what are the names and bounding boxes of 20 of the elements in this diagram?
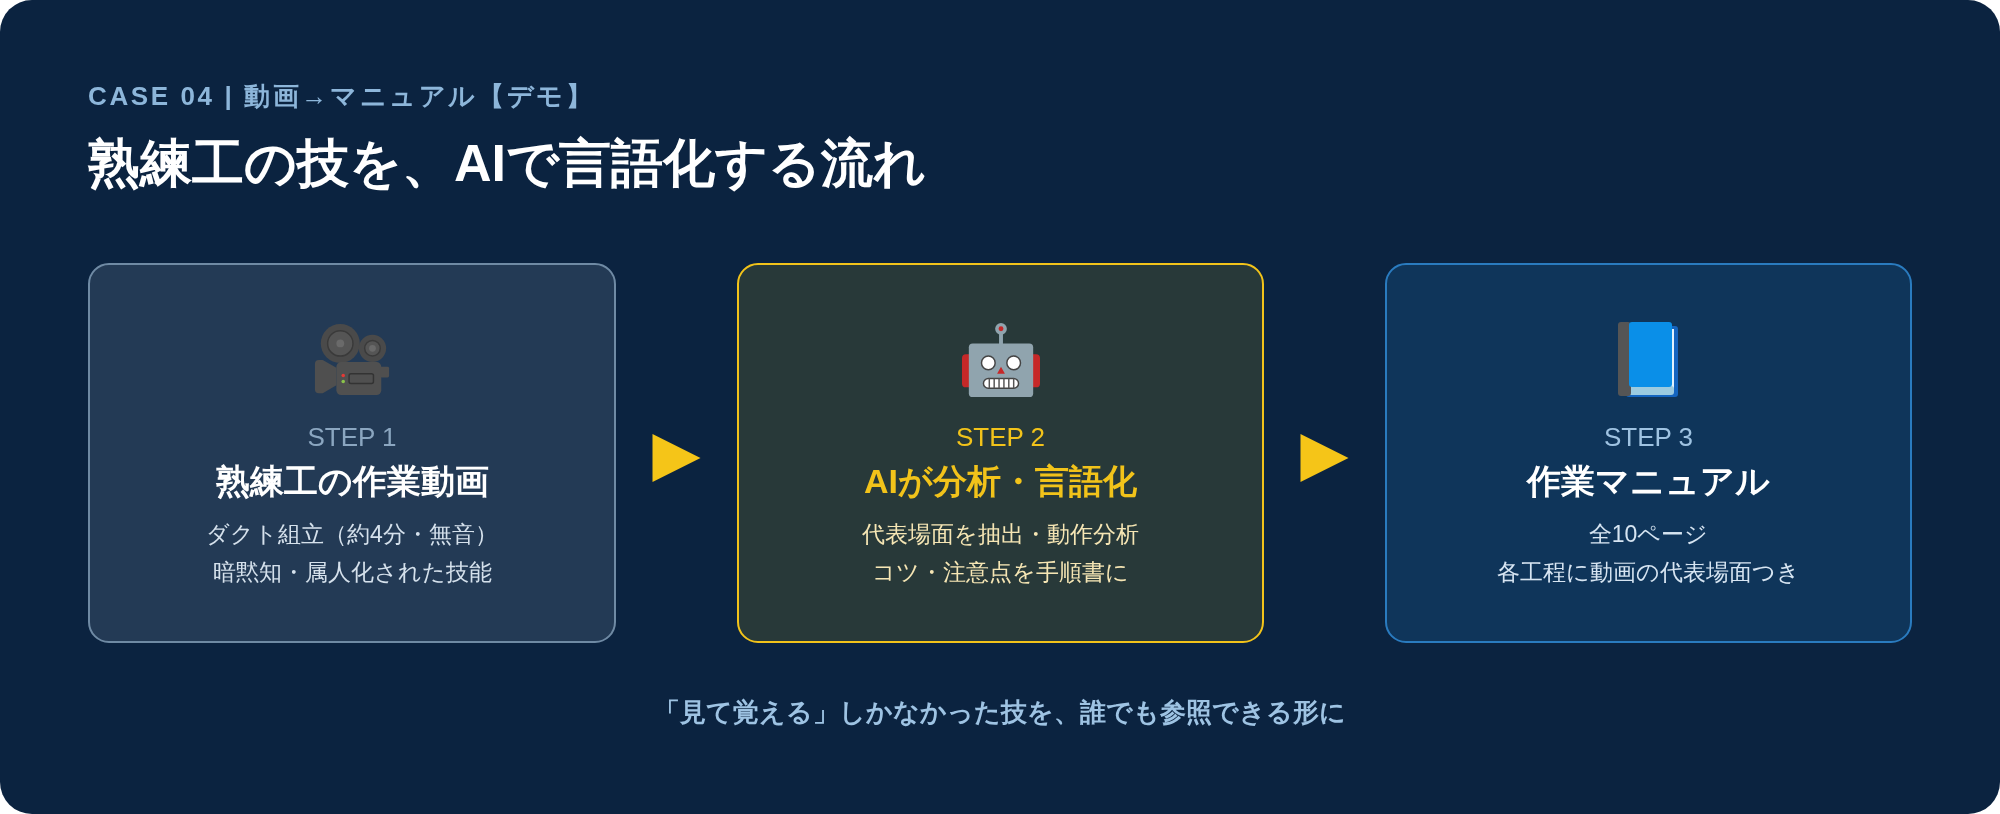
step-description: ダクト組立（約4分・無音） [206, 520, 498, 549]
case-label: CASE 04 | 動画→マニュアル【デモ】 [88, 80, 595, 113]
step-card [737, 263, 1264, 643]
step-description: 全10ページ [1588, 520, 1709, 549]
caption: 「見て覚える」しかなかった技を、誰でも参照できる形に [654, 696, 1346, 729]
page-title: 熟練工の技を、AIで言語化する流れ [88, 133, 926, 194]
step-card [1385, 263, 1912, 643]
step-description: 代表場面を抽出・動作分析 [862, 520, 1139, 549]
step-label: STEP 2 [955, 422, 1046, 452]
arrow [652, 434, 701, 482]
step-title: 作業マニュアル [1527, 461, 1770, 502]
step-label: STEP 3 [1603, 422, 1694, 452]
step-description: 暗黙知・属人化された技能 [212, 558, 492, 587]
step-card [88, 263, 616, 643]
arrow [1300, 434, 1349, 482]
step-title: 熟練工の作業動画 [215, 461, 489, 502]
step-title: AIが分析・言語化 [864, 461, 1137, 502]
step-description: コツ・注意点を手順書に [872, 558, 1129, 587]
step-description: 各工程に動画の代表場面つき [1497, 558, 1800, 587]
step-label: STEP 1 [307, 422, 397, 452]
